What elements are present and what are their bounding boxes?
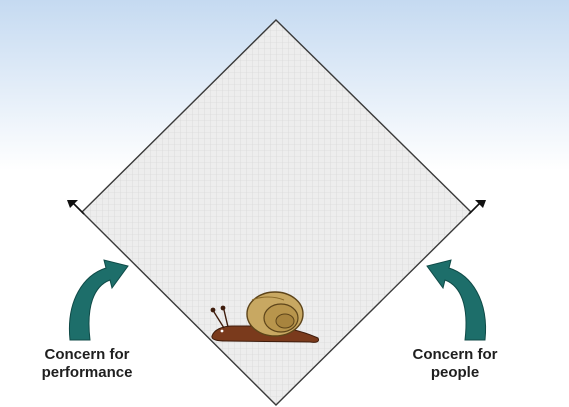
snail-icon bbox=[210, 291, 319, 343]
label-left-line1: Concern for bbox=[44, 346, 130, 363]
concern-for-performance-label: Concern for performance bbox=[22, 346, 152, 382]
curved-arrow-up-right-icon bbox=[68, 259, 129, 341]
curved-arrow-up-left-icon bbox=[426, 259, 487, 341]
concern-for-people-label: Concern for people bbox=[405, 346, 505, 382]
left-axis-arrow-icon bbox=[67, 200, 85, 215]
label-right-line2: people bbox=[430, 364, 480, 381]
managerial-grid-diamond bbox=[81, 19, 472, 406]
right-axis-arrow-icon bbox=[468, 200, 486, 215]
label-right-line1: Concern for bbox=[412, 346, 498, 363]
label-left-line2: performance bbox=[41, 364, 133, 381]
